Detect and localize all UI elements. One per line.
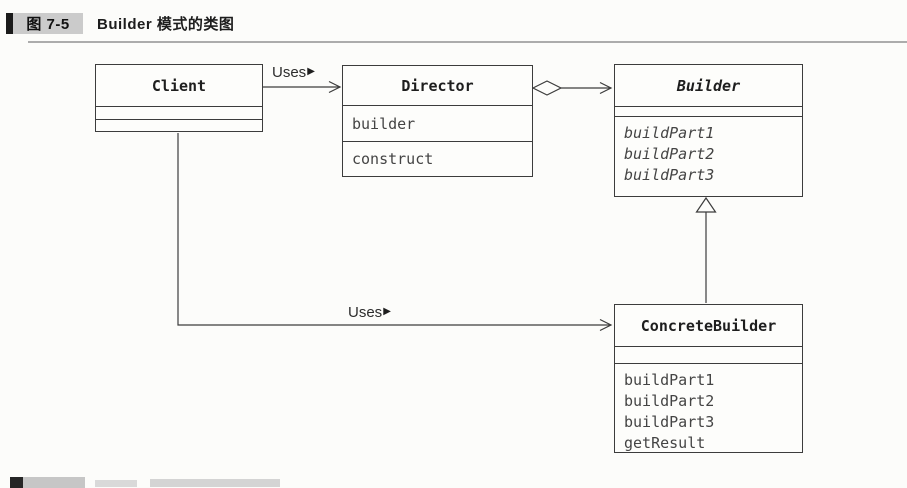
class-name-concretebuilder: ConcreteBuilder bbox=[615, 305, 802, 347]
figure-title: Builder 模式的类图 bbox=[97, 16, 235, 33]
method-getresult: getResult bbox=[624, 434, 706, 452]
method-construct: construct bbox=[352, 150, 434, 168]
method-buildpart2: buildPart2 bbox=[624, 145, 715, 163]
generalization-triangle-icon bbox=[695, 196, 717, 213]
caption-divider bbox=[28, 41, 907, 43]
attributes-compartment-empty bbox=[96, 107, 262, 120]
open-arrowhead-icon bbox=[599, 81, 613, 95]
aggregation-diamond-icon bbox=[531, 80, 563, 96]
method-buildpart1: buildPart1 bbox=[624, 371, 715, 389]
methods-compartment-empty bbox=[96, 120, 262, 131]
next-caption-text-smudge bbox=[95, 480, 137, 487]
class-box-builder: Builder buildPart1 buildPart2 buildPart3 bbox=[614, 64, 803, 197]
class-box-director: Director builder construct bbox=[342, 65, 533, 177]
attribute-builder: builder bbox=[343, 106, 532, 142]
next-caption-text-smudge bbox=[150, 479, 280, 487]
class-name-builder: Builder bbox=[615, 65, 802, 107]
figure-number-label: 图 7-5 bbox=[13, 13, 83, 34]
class-box-client: Client bbox=[95, 64, 263, 132]
uses-label-text: Uses bbox=[348, 303, 383, 321]
uses-label-text: Uses bbox=[272, 63, 307, 81]
method-buildpart1: buildPart1 bbox=[624, 124, 715, 142]
class-name-client: Client bbox=[96, 65, 262, 107]
direction-triangle-icon: ▶ bbox=[383, 306, 391, 317]
method-buildpart2: buildPart2 bbox=[624, 392, 715, 410]
direction-triangle-icon: ▶ bbox=[307, 66, 315, 77]
attributes-compartment-empty bbox=[615, 347, 802, 364]
attributes-compartment-empty bbox=[615, 107, 802, 117]
open-arrowhead-icon bbox=[328, 80, 342, 94]
class-box-concretebuilder: ConcreteBuilder buildPart1 buildPart2 bu… bbox=[614, 304, 803, 453]
uses-label-top: Uses▶ bbox=[272, 63, 315, 81]
next-caption-label-cutoff bbox=[23, 477, 85, 488]
method-buildpart3: buildPart3 bbox=[624, 166, 715, 184]
method-buildpart3: buildPart3 bbox=[624, 413, 715, 431]
class-name-director: Director bbox=[343, 66, 532, 106]
open-arrowhead-icon bbox=[599, 318, 613, 332]
next-caption-accent-bar-cutoff bbox=[10, 477, 23, 488]
caption-accent-bar bbox=[6, 13, 13, 34]
methods-compartment: buildPart1 buildPart2 buildPart3 getResu… bbox=[615, 364, 802, 454]
methods-compartment: buildPart1 buildPart2 buildPart3 bbox=[615, 117, 802, 186]
uses-label-bottom: Uses▶ bbox=[348, 303, 391, 321]
